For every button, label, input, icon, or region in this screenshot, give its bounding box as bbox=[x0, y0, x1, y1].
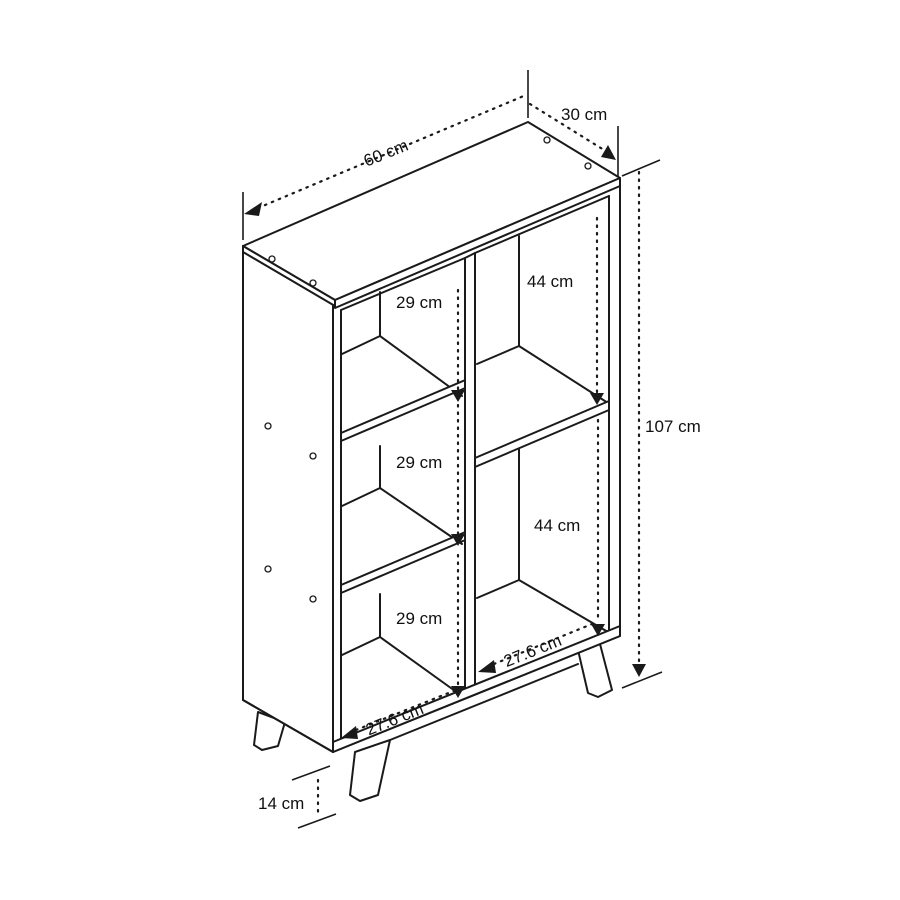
dimension-lines bbox=[242, 70, 663, 829]
label-left-middle-height: 29 cm bbox=[396, 453, 442, 472]
arrow-icon bbox=[451, 534, 465, 546]
legs bbox=[253, 643, 613, 802]
hole-icon bbox=[309, 595, 317, 603]
label-right-bottom-height: 44 cm bbox=[534, 516, 580, 535]
center-divider bbox=[464, 252, 476, 699]
arrow-icon bbox=[478, 660, 496, 673]
label-height: 107 cm bbox=[645, 417, 701, 436]
hole-icon bbox=[309, 452, 317, 460]
label-right-top-height: 44 cm bbox=[527, 272, 573, 291]
arrow-icon bbox=[244, 202, 262, 216]
hole-icon bbox=[309, 279, 317, 287]
right-column-opening bbox=[474, 195, 610, 693]
hole-icon bbox=[268, 255, 276, 263]
hole-icon bbox=[584, 162, 592, 170]
leg-front bbox=[349, 739, 391, 802]
top-edge-front bbox=[334, 177, 621, 309]
hole-icon bbox=[264, 565, 272, 573]
arrow-icon bbox=[341, 726, 358, 739]
cabinet bbox=[242, 121, 621, 753]
label-leg-height: 14 cm bbox=[258, 794, 304, 813]
hole-icon bbox=[264, 422, 272, 430]
arrow-icon bbox=[451, 686, 465, 698]
side-panel-left bbox=[242, 245, 334, 753]
bottom-front-edge bbox=[332, 625, 621, 753]
arrow-icon bbox=[451, 390, 465, 402]
arrow-icon bbox=[632, 664, 646, 677]
label-left-bottom-height: 29 cm bbox=[396, 609, 442, 628]
arrow-icon bbox=[601, 145, 616, 160]
hole-icon bbox=[543, 136, 551, 144]
label-depth: 30 cm bbox=[561, 105, 607, 124]
label-left-top-height: 29 cm bbox=[396, 293, 442, 312]
arrow-icon bbox=[590, 393, 604, 405]
label-width: 60 cm bbox=[361, 136, 411, 171]
arrow-icon bbox=[591, 624, 605, 636]
